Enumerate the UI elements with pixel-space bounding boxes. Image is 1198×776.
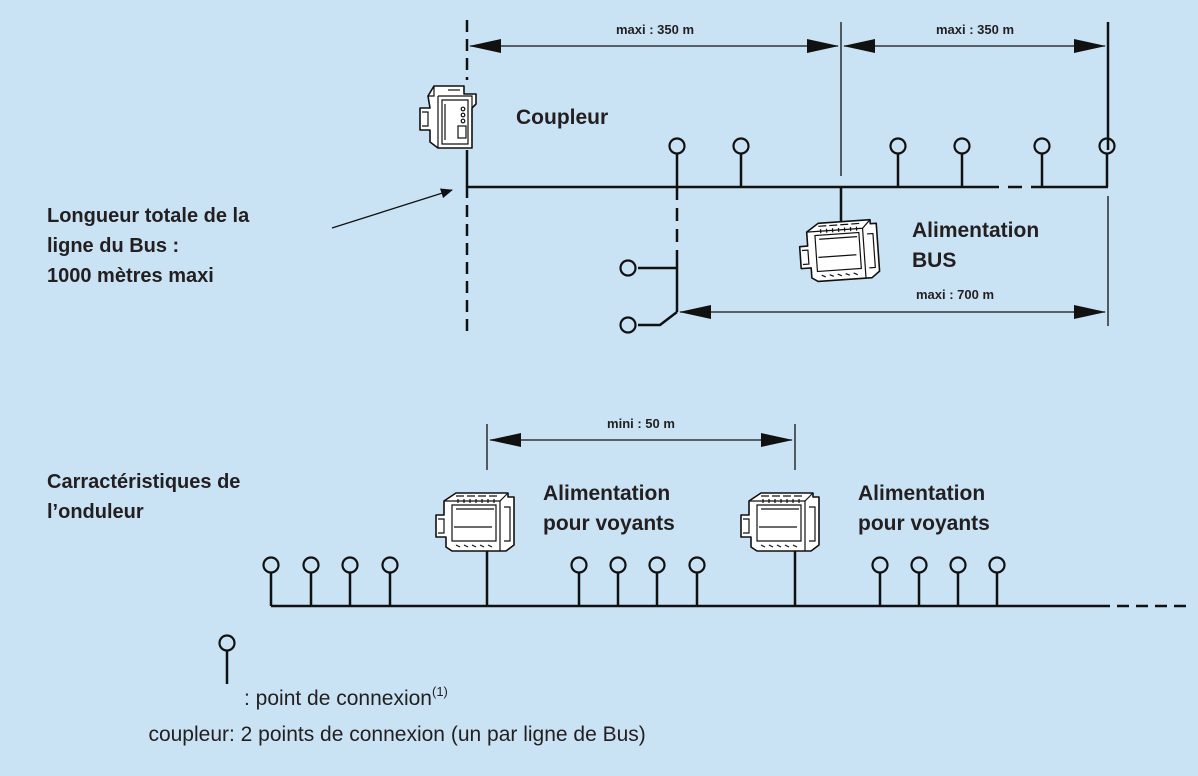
- legend-coupler-text: : 2 points de connexion (un par ligne de…: [229, 723, 646, 746]
- indicator-power-supply-icon: [740, 492, 820, 552]
- connection-point-icon: [619, 316, 637, 334]
- connection-point-icon: [341, 556, 359, 608]
- indicator-power-supply-icon: [435, 492, 515, 552]
- dimension-label-700: maxi : 700 m: [916, 287, 994, 302]
- legend-coupler-label: coupleur: [148, 723, 229, 746]
- connection-point-icon: [609, 556, 627, 608]
- connection-point-icon: [668, 137, 686, 189]
- connection-point-icon: [262, 556, 280, 608]
- connection-point-icon: [302, 556, 320, 608]
- connection-point-icon: [871, 556, 889, 608]
- connection-point-icon: [688, 556, 706, 608]
- bus-length-label-line1: Longueur totale de la: [47, 205, 250, 227]
- bus-power-supply-icon: [797, 218, 881, 284]
- connection-point-icon: [889, 137, 907, 189]
- indicator-supply-label-line1: Alimentation: [858, 482, 985, 505]
- dimension-label-350-a: maxi : 350 m: [616, 22, 694, 37]
- branch-stub: [638, 311, 678, 327]
- connection-point-icon: [648, 556, 666, 608]
- bus-supply-label-line1: Alimentation: [912, 219, 1039, 242]
- dimension-label-50: mini : 50 m: [607, 416, 675, 431]
- connection-point-icon: [619, 259, 637, 277]
- connection-point-icon: [953, 137, 971, 189]
- legend-connection-point-icon: [218, 634, 236, 686]
- characteristics-label-line2: l’onduleur: [47, 501, 144, 523]
- connection-point-icon: [570, 556, 588, 608]
- bus-supply-label-line2: BUS: [912, 249, 956, 272]
- legend: : point de connexion(1) coupleur : 2 poi…: [148, 634, 646, 746]
- connection-point-icon: [988, 556, 1006, 608]
- legend-point-text: : point de connexion: [244, 687, 432, 710]
- indicator-supply-label-line1: Alimentation: [543, 482, 670, 505]
- bus-length-label-line3: 1000 mètres maxi: [47, 265, 214, 287]
- pointer-arrow: [331, 188, 453, 229]
- characteristics-label-line1: Carractéristiques de: [47, 471, 240, 493]
- coupler-device-icon: [419, 85, 477, 149]
- connection-point-icon: [1033, 137, 1051, 189]
- connection-point-icon: [732, 137, 750, 189]
- bus-length-label-line2: ligne du Bus :: [47, 235, 179, 257]
- connection-point-icon: [910, 556, 928, 608]
- indicator-supply-label-line2: pour voyants: [858, 512, 990, 535]
- coupler-label: Coupleur: [516, 106, 608, 129]
- legend-footnote-mark: (1): [432, 684, 448, 699]
- svg-text:: point de connexion(1): : point de connexion(1): [244, 684, 448, 710]
- connection-point-icon: [381, 556, 399, 608]
- dimension-label-350-b: maxi : 350 m: [936, 22, 1014, 37]
- indicator-supply-label-line2: pour voyants: [543, 512, 675, 535]
- connection-point-icon: [949, 556, 967, 608]
